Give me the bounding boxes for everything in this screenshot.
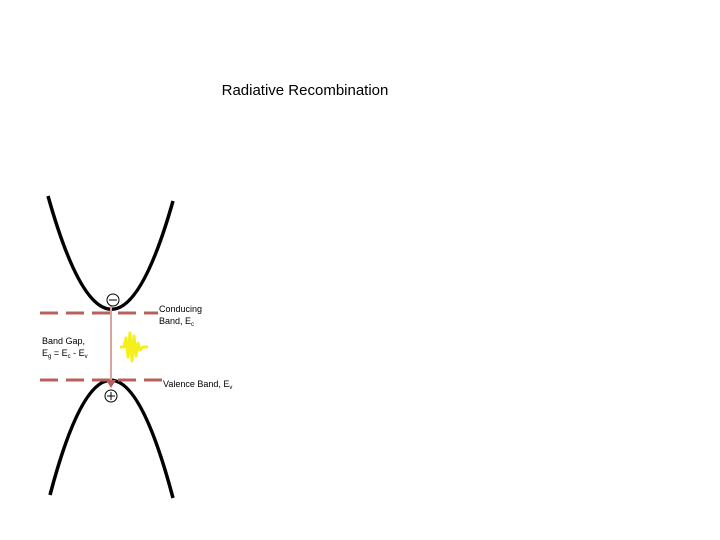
transition-arrowhead [106, 380, 116, 388]
gap-eq-prefix: E [42, 348, 49, 358]
conduction-band-curve [46, 195, 175, 311]
band-gap-label: Band Gap, Eg = Ec - Ev [42, 335, 88, 363]
conduction-label-text: Band, E [159, 316, 192, 326]
valence-label-text: Valence Band, E [163, 379, 230, 389]
electron-icon [106, 293, 120, 307]
gap-sub-c: c [67, 354, 71, 360]
valence-label-sub: v [229, 385, 233, 391]
gap-sub-g: g [48, 354, 52, 360]
gap-eq-mid: = E [51, 348, 68, 358]
conduction-label-line1: Conducing [159, 304, 203, 314]
gap-eq-minus: - E [70, 348, 85, 358]
conduction-label-sub: c [191, 322, 195, 328]
gap-sub-v: v [84, 354, 88, 360]
conduction-band-label: Conducing Band, Ec [159, 303, 202, 331]
band-gap-equation: Eg = Ec - Ev [42, 347, 88, 363]
slide-title: Radiative Recombination [221, 82, 389, 99]
valence-band-label: Valence Band, Ev [163, 378, 232, 394]
conduction-label-line2: Band, Ec [159, 315, 202, 331]
band-gap-label-line1: Band Gap, [42, 336, 86, 346]
hole-icon [104, 389, 118, 403]
photon-icon [120, 331, 148, 363]
